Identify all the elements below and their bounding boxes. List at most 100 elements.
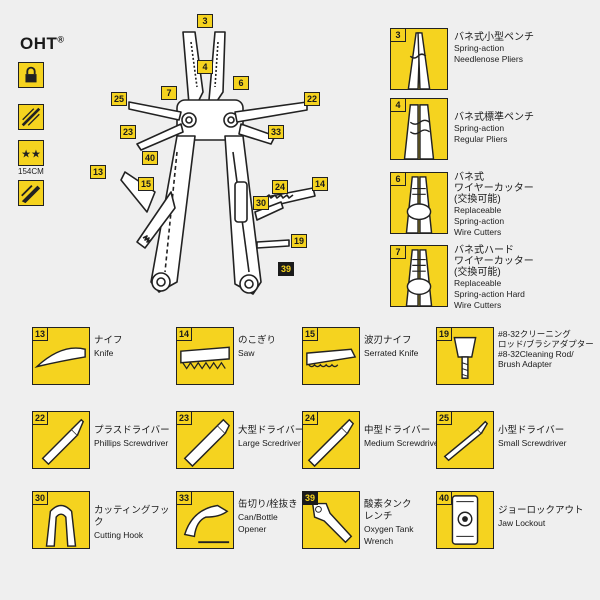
diagram-label-40: 40 [142, 151, 158, 165]
multitool-diagram [120, 31, 316, 295]
tool-en-15: Serrated Knife [364, 348, 419, 358]
tool-jp-23: 大型ドライバー [238, 425, 305, 436]
diagram-label-22: 22 [304, 92, 320, 106]
plier-jp-6-line2: ワイヤーカッター [454, 183, 534, 194]
diagram-label-25: 25 [111, 92, 127, 106]
tool-item-23: 23 大型ドライバー Large Scredriver [176, 411, 316, 473]
tool-item-40: 40 ジョーロックアウト Jaw Lockout [436, 491, 596, 553]
two-stars-icon: ★★ [18, 140, 44, 166]
svg-text:★★: ★★ [21, 148, 41, 161]
tool-jp-39-line1: 酸素タンク [364, 499, 412, 510]
plier-jaw-icon [18, 180, 44, 206]
tool-item-19: 19 #8-32クリーニング ロッド/ブラシアダプター #8-32Cleanin… [436, 327, 596, 389]
diagram-label-39: 39 [278, 262, 294, 276]
plier-badge-3: 3 [390, 28, 406, 42]
tool-jp-24: 中型ドライバー [364, 425, 431, 436]
steel-grade-caption: 154CM [18, 167, 44, 176]
tool-en-23: Large Scredriver [238, 438, 301, 448]
tool-en-14: Saw [238, 348, 255, 358]
diagram-label-13: 13 [90, 165, 106, 179]
tool-jp-22: プラスドライバー [94, 425, 170, 436]
plier-en-3-line2: Needlenose Pliers [454, 54, 523, 64]
wire-cutters-icon [390, 172, 448, 234]
padlock-icon [18, 62, 44, 88]
plier-item-4: 4 バネ式標準ペンチ Spring-action Regular Pliers [390, 98, 590, 162]
tool-badge-14: 14 [176, 327, 192, 341]
tool-en-19-line1: #8-32Cleaning Rod/ [498, 349, 574, 359]
tool-item-30: 30 カッティングフック Cutting Hook [32, 491, 172, 553]
plier-en-3-line1: Spring-action [454, 43, 505, 53]
diagram-label-24: 24 [272, 180, 288, 194]
tool-jp-15: 波刃ナイフ [364, 335, 412, 346]
plier-item-6: 6 バネ式 ワイヤーカッター (交換可能) Replaceable Spring… [390, 172, 590, 237]
tool-jp-30: カッティングフック [94, 505, 170, 528]
diagram-label-33: 33 [268, 125, 284, 139]
diagram-label-6: 6 [233, 76, 249, 90]
plier-en-7-line1: Replaceable [454, 278, 502, 288]
tool-badge-13: 13 [32, 327, 48, 341]
tool-badge-39: 39 [302, 491, 318, 505]
plier-en-7-line3: Wire Cutters [454, 300, 502, 310]
regular-pliers-icon [390, 98, 448, 160]
tool-badge-30: 30 [32, 491, 48, 505]
plier-jp-6-line1: バネ式 [454, 172, 484, 183]
needlenose-pliers-icon [390, 28, 448, 90]
one-hand-open-icon [18, 104, 44, 130]
diagram-label-14: 14 [312, 177, 328, 191]
plier-item-3: 3 バネ式小型ペンチ Spring-action Needlenose Plie… [390, 28, 590, 92]
tool-badge-40: 40 [436, 491, 452, 505]
plier-jp-3: バネ式小型ペンチ [454, 32, 534, 43]
diagram-label-15: 15 [138, 177, 154, 191]
tool-badge-19: 19 [436, 327, 452, 341]
diagram-label-7: 7 [161, 86, 177, 100]
plier-en-6-line2: Spring-action [454, 216, 505, 226]
diagram-label-4: 4 [197, 60, 213, 74]
tool-item-14: 14 のこぎり Saw [176, 327, 316, 389]
tool-jp-25: 小型ドライバー [498, 425, 565, 436]
tool-badge-24: 24 [302, 411, 318, 425]
tool-item-13: 13 ナイフ Knife [32, 327, 172, 389]
plier-badge-4: 4 [390, 98, 406, 112]
tool-badge-15: 15 [302, 327, 318, 341]
tool-en-39-line2: Wrench [364, 536, 394, 546]
tool-en-24: Medium Screwdriver [364, 438, 442, 448]
plier-jp-7-line1: バネ式ハード [454, 245, 514, 256]
tool-en-22: Phillips Screwdriver [94, 438, 169, 448]
tool-jp-13: ナイフ [94, 335, 123, 346]
plier-jp-7-line3: (交換可能) [454, 267, 501, 278]
tool-badge-22: 22 [32, 411, 48, 425]
tool-jp-14: のこぎり [238, 335, 277, 346]
plier-jp-4: バネ式標準ペンチ [454, 112, 534, 123]
tool-badge-33: 33 [176, 491, 192, 505]
plier-en-4-line1: Spring-action [454, 123, 505, 133]
tool-item-33: 33 缶切り/栓抜き Can/Bottle Opener [176, 491, 316, 553]
tool-item-22: 22 プラスドライバー Phillips Screwdriver [32, 411, 172, 473]
diagram-label-23: 23 [120, 125, 136, 139]
plier-item-7: 7 バネ式ハード ワイヤーカッター (交換可能) Replaceable Spr… [390, 245, 590, 310]
tool-jp-39-line2: レンチ [364, 511, 393, 522]
plier-en-6-line3: Wire Cutters [454, 227, 502, 237]
tool-item-24: 24 中型ドライバー Medium Screwdriver [302, 411, 442, 473]
tool-item-25: 25 小型ドライバー Small Screwdriver [436, 411, 596, 473]
plier-badge-7: 7 [390, 245, 406, 259]
hard-wire-cutters-icon [390, 245, 448, 307]
tool-item-15: 15 波刃ナイフ Serrated Knife [302, 327, 442, 389]
tool-en-33-line1: Can/Bottle [238, 512, 278, 522]
tool-jp-19-line1: #8-32クリーニング [498, 329, 571, 339]
jaw-lockout-icon [436, 491, 494, 549]
plier-en-6-line1: Replaceable [454, 205, 502, 215]
tool-en-13: Knife [94, 348, 114, 358]
plier-en-4-line2: Regular Pliers [454, 134, 508, 144]
tool-en-33-line2: Opener [238, 524, 267, 534]
tool-en-39-line1: Oxygen Tank [364, 524, 414, 534]
tool-en-19-line2: Brush Adapter [498, 359, 552, 369]
tool-en-25: Small Screwdriver [498, 438, 567, 448]
plier-badge-6: 6 [390, 172, 406, 186]
tool-badge-25: 25 [436, 411, 452, 425]
brand-title: OHT® [20, 34, 65, 53]
tool-jp-19-line2: ロッド/ブラシアダプター [498, 339, 594, 349]
tool-badge-23: 23 [176, 411, 192, 425]
tool-jp-33: 缶切り/栓抜き [238, 499, 298, 510]
plier-en-7-line2: Spring-action Hard [454, 289, 525, 299]
tool-jp-40: ジョーロックアウト [498, 505, 584, 516]
